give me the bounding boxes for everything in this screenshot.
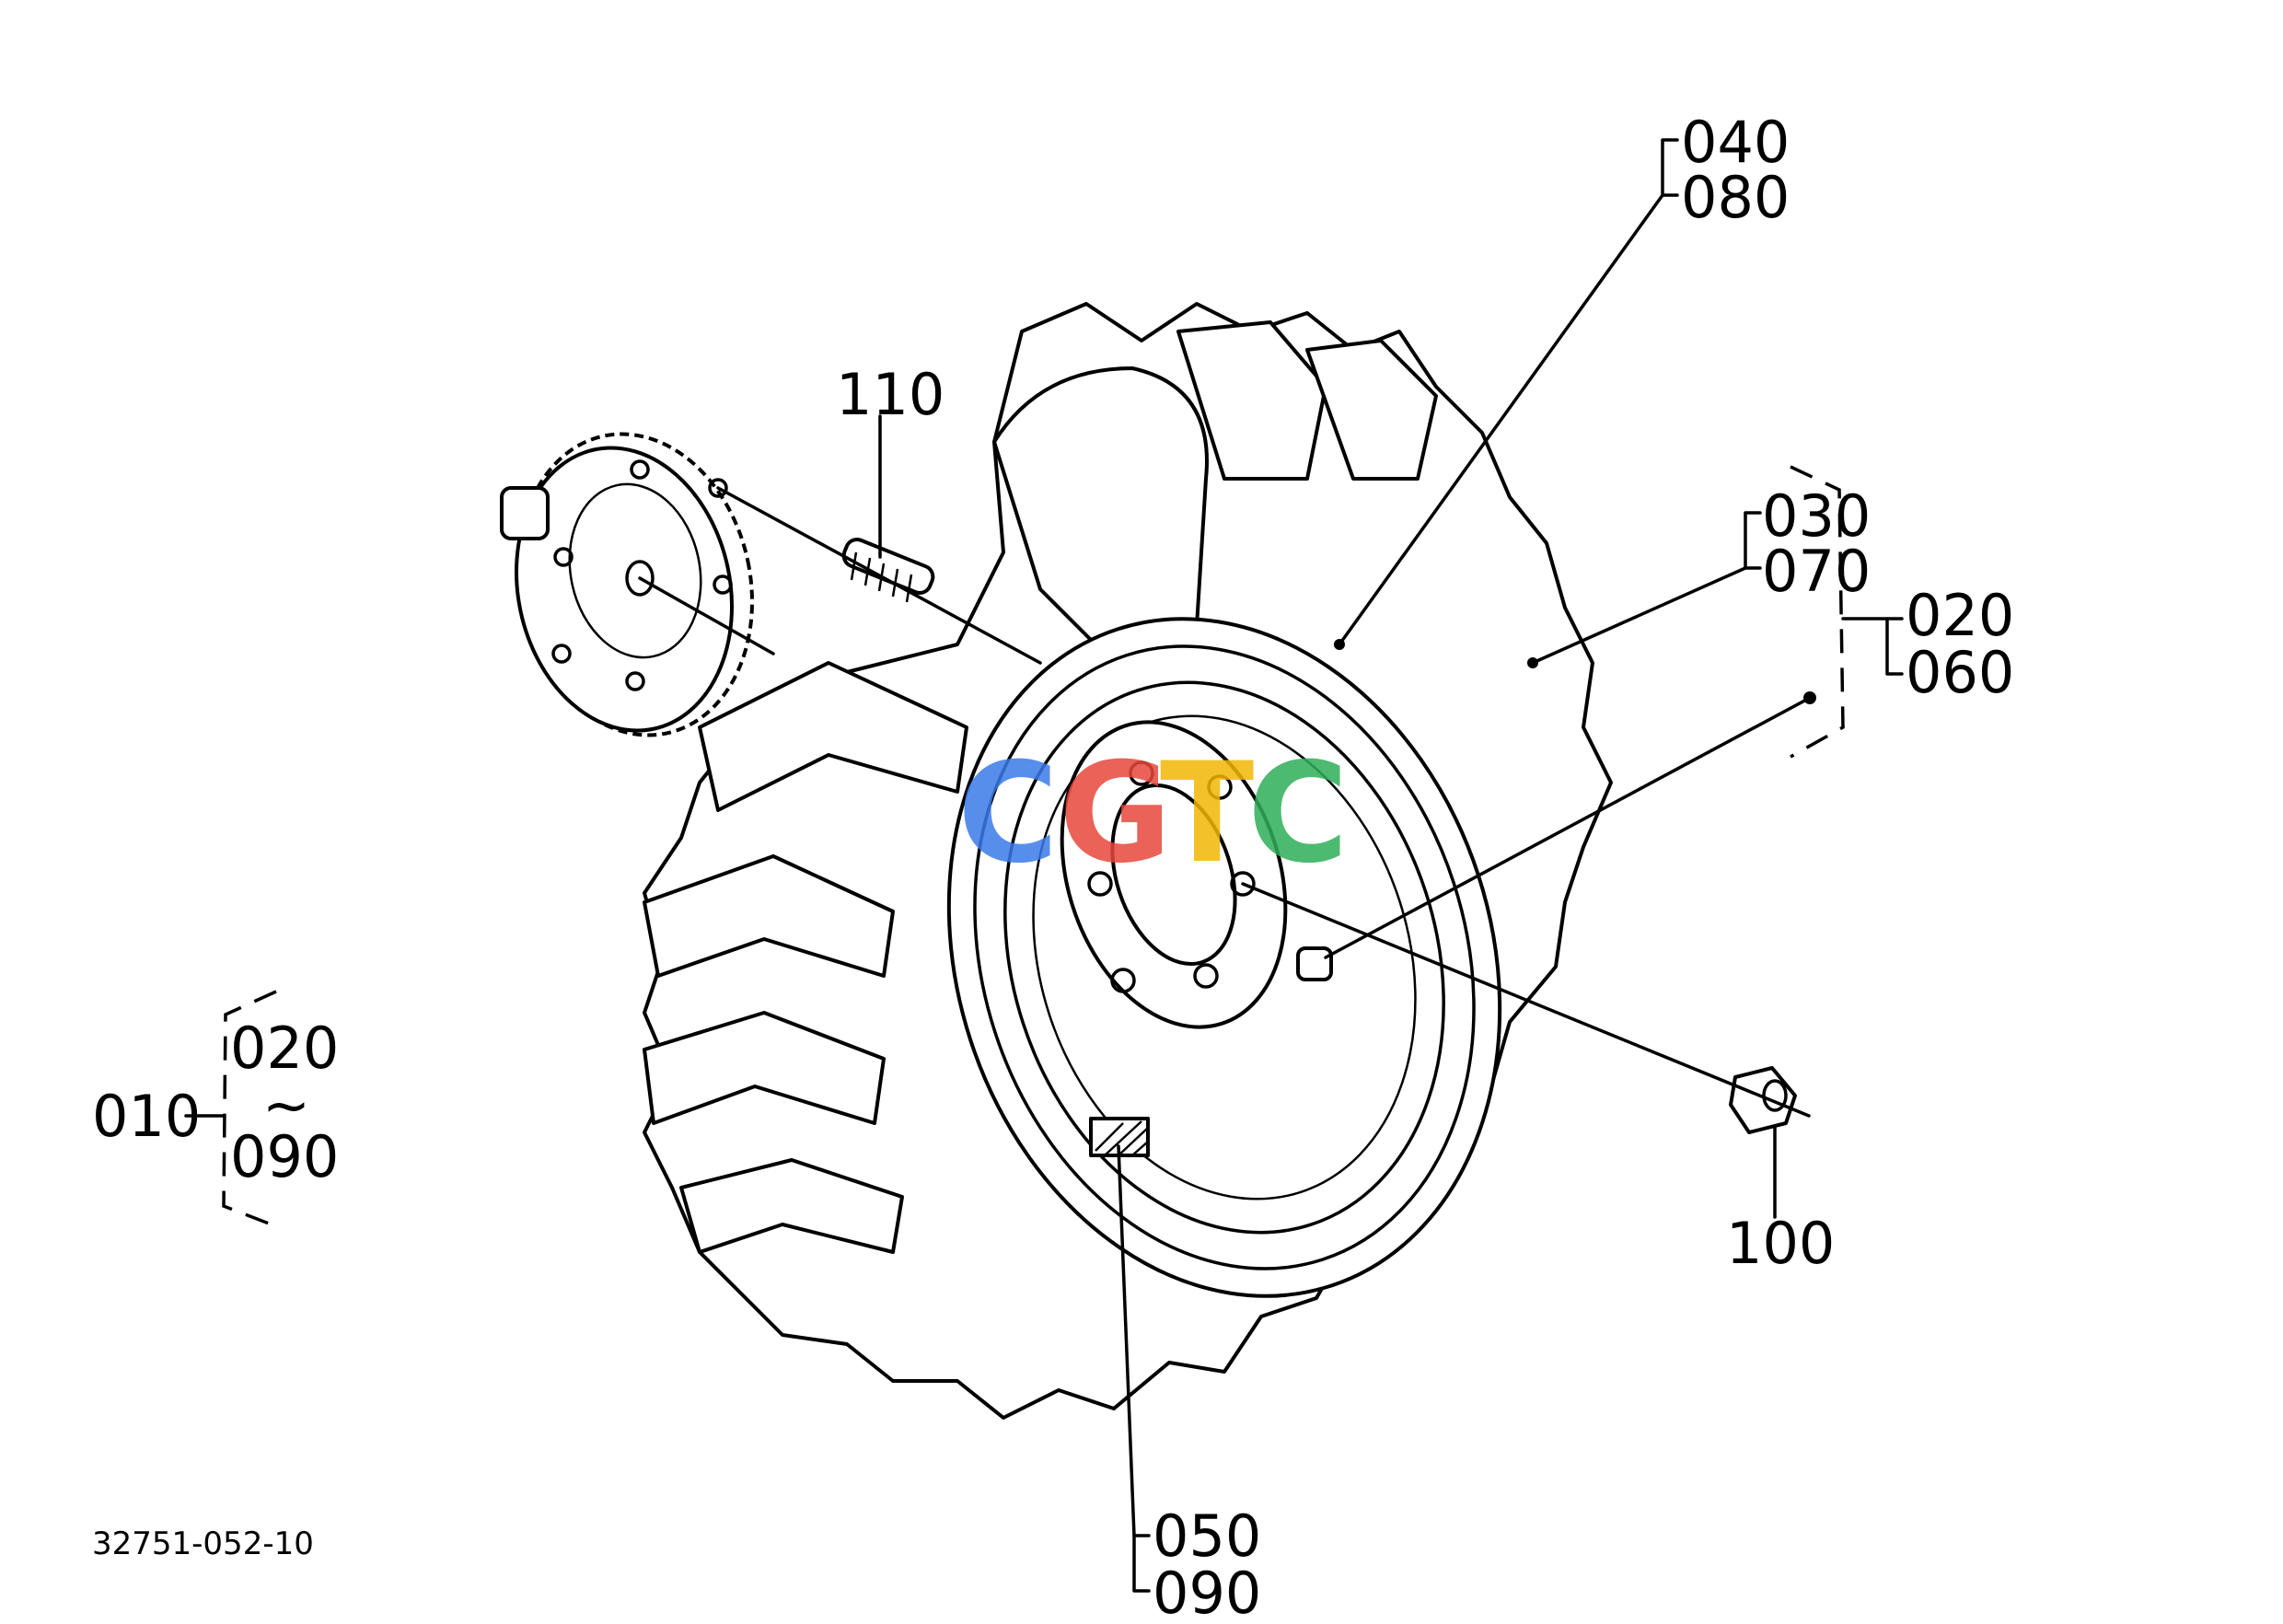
callout-060: 060 bbox=[1906, 639, 2014, 706]
leader-lines bbox=[184, 138, 1904, 1593]
hub-flange bbox=[500, 432, 754, 737]
callout-040: 040 bbox=[1681, 109, 1790, 176]
callout-070: 070 bbox=[1762, 538, 1871, 605]
callout-020: 020 bbox=[1906, 582, 2014, 649]
callout-labels: 040 080 110 030 070 020 060 010 020 ~ 09… bbox=[92, 109, 2014, 1624]
hub-bore bbox=[1110, 783, 1237, 967]
watermark: C G T C bbox=[957, 734, 1349, 894]
callout-020-group: 020 bbox=[230, 1015, 339, 1082]
tread-block bbox=[1305, 339, 1438, 481]
watermark-letter: C bbox=[1247, 734, 1349, 894]
callout-090-group: 090 bbox=[230, 1123, 339, 1190]
callout-range-tilde: ~ bbox=[262, 1072, 310, 1139]
callout-010: 010 bbox=[92, 1083, 201, 1150]
tread-block bbox=[643, 854, 895, 978]
callout-110: 110 bbox=[836, 361, 944, 428]
rim-nut bbox=[1296, 946, 1333, 981]
tread-block bbox=[643, 1011, 886, 1125]
wheel-nut bbox=[1729, 1066, 1797, 1134]
callout-100: 100 bbox=[1726, 1210, 1835, 1277]
tread-block bbox=[679, 1158, 904, 1254]
tread-block bbox=[992, 366, 1209, 646]
hub-shaft bbox=[500, 486, 550, 540]
watermark-letter: C bbox=[957, 734, 1059, 894]
callout-080: 080 bbox=[1681, 164, 1790, 231]
callout-090: 090 bbox=[1153, 1560, 1261, 1624]
drawing-number: 32751-052-10 bbox=[92, 1525, 314, 1562]
watermark-letter: G bbox=[1059, 734, 1172, 894]
callout-030: 030 bbox=[1762, 482, 1871, 550]
tread-block bbox=[698, 661, 968, 812]
stud-bolt bbox=[841, 537, 935, 603]
tread-block bbox=[1176, 320, 1327, 481]
callout-050: 050 bbox=[1153, 1502, 1261, 1570]
bolt-holes bbox=[1087, 760, 1256, 993]
watermark-letter: T bbox=[1160, 734, 1254, 894]
